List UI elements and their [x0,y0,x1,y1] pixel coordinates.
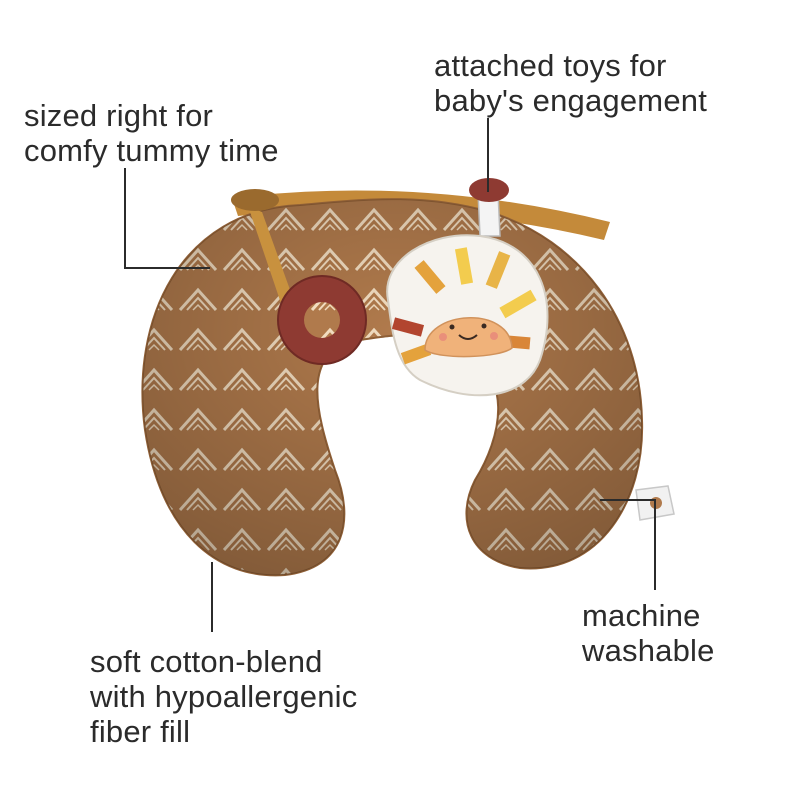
washable-leader-line [600,499,656,590]
washable-callout-line2: washable [582,633,715,668]
nursing-pillow [141,198,644,577]
fabric-callout: soft cotton-blend with hypoallergenic fi… [90,644,357,749]
fabric-callout-line3: fiber fill [90,714,191,749]
size-callout-line2: comfy tummy time [24,133,279,168]
washable-callout: machine washable [582,598,715,668]
teether-ring [277,275,367,365]
toys-callout: attached toys for baby's engagement [434,48,707,118]
toys-callout-line2: baby's engagement [434,83,708,118]
sun-face-toy [386,178,549,397]
fabric-callout-line2: with hypoallergenic [90,679,358,714]
toy-strap [248,206,298,318]
toys-callout-line1: attached toys for [434,48,667,83]
fabric-callout-line1: soft cotton-blend [90,644,323,679]
size-leader-line [124,168,210,269]
strap-clip [231,189,279,211]
size-callout: sized right for comfy tummy time [24,98,279,168]
size-callout-line1: sized right for [24,98,214,133]
washable-callout-line1: machine [582,598,701,633]
